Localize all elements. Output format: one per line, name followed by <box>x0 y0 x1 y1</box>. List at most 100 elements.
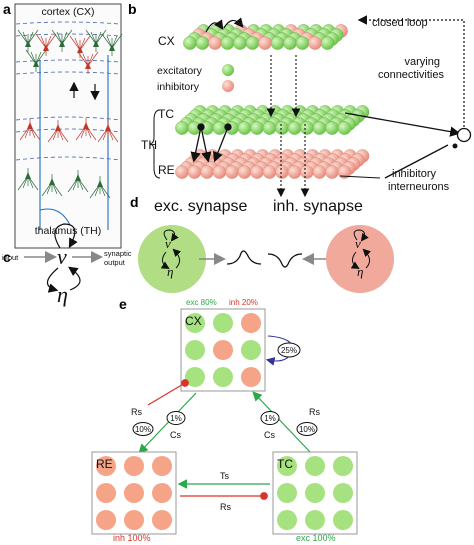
tc-grid-neuron <box>277 510 297 530</box>
legend-excitatory: excitatory <box>157 64 234 77</box>
cx-grid-neuron <box>241 313 261 333</box>
thalamocortical-axons <box>39 55 109 230</box>
interneuron-label-1: inhibitory <box>392 168 437 180</box>
rs-bottom-label: Rs <box>220 502 231 512</box>
left-cs-label: Cs <box>170 430 181 440</box>
re-grid-neuron <box>96 483 116 503</box>
cx-grid <box>185 313 261 387</box>
tc-grid-neuron <box>333 510 353 530</box>
tc-neuron <box>212 121 227 135</box>
cortex-neuron <box>25 49 47 72</box>
re-grid-neuron <box>124 483 144 503</box>
histology-frame <box>14 3 122 249</box>
re-grid-neuron <box>152 510 172 530</box>
re-neuron <box>287 165 302 179</box>
re-grid-neuron <box>124 456 144 476</box>
tc-grid-neuron <box>305 510 325 530</box>
tc-grid-neuron <box>277 456 297 476</box>
right-rs-percent: 10% <box>299 425 315 434</box>
re-neuron <box>275 165 289 179</box>
output-label: output <box>104 258 126 267</box>
cx-neuron-sheet <box>183 24 348 50</box>
re-neuron <box>212 165 227 179</box>
synaptic-label: synaptic <box>104 249 132 258</box>
re-box-label: RE <box>96 457 113 471</box>
tc-neuron-sheet <box>175 105 370 135</box>
tc-neuron <box>312 121 327 135</box>
updown-arrows <box>69 81 100 101</box>
exc-synapse-circle: ν η <box>138 225 206 293</box>
thalamus-neuron <box>17 168 39 191</box>
re-grid-neuron <box>152 456 172 476</box>
varying-label-1: varying <box>405 56 440 68</box>
re-neuron <box>225 165 239 179</box>
tc-grid <box>277 456 353 530</box>
tc-neuron <box>175 121 189 135</box>
th-brace <box>149 109 161 179</box>
thalamus-neurons <box>17 118 119 199</box>
tc-neuron <box>325 121 339 135</box>
cortex-label: cortex (CX) <box>41 6 94 18</box>
cx-neuron <box>220 36 235 50</box>
panel-label-b: b <box>128 1 137 17</box>
tc-grid-neuron <box>333 483 353 503</box>
re-box: RE <box>91 451 177 535</box>
tc-neuron <box>262 121 277 135</box>
re-neuron <box>312 165 327 179</box>
cx-neuron <box>320 36 335 50</box>
nu-symbol: ν <box>57 244 67 269</box>
cx-grid-neuron <box>241 340 261 360</box>
thalamus-neuron <box>41 174 63 197</box>
cx-grid-neuron <box>241 367 261 387</box>
cx-neuron <box>283 36 297 50</box>
panel-label-a: a <box>3 1 11 17</box>
panel-label-e: e <box>119 296 127 312</box>
cx-th-dotted-links <box>266 55 310 198</box>
cx-neuron <box>208 36 222 50</box>
cx-exc-percent: exc 80% <box>186 298 217 307</box>
tc-box: TC <box>272 451 358 535</box>
cx-grid-neuron <box>185 313 205 333</box>
cortex-layer-lines <box>15 21 121 75</box>
right-cs-percent: 1% <box>264 414 276 423</box>
cx-inh-percent: inh 20% <box>229 298 258 307</box>
epsp-waveform <box>226 250 262 265</box>
tc-to-cx-pathway: Rs 10% <box>252 391 320 453</box>
tc-label: TC <box>158 107 174 121</box>
cx-box: CX <box>180 308 266 392</box>
exc-synapse-title: exc. synapse <box>154 198 247 215</box>
panel-label-c: c <box>3 249 11 265</box>
thalamus-label: thalamus (TH) <box>35 225 102 237</box>
cx-neuron <box>270 36 285 50</box>
re-grid-neuron <box>124 510 144 530</box>
panel-label-d: d <box>130 194 139 210</box>
tc-neuron <box>287 121 302 135</box>
cx-neuron <box>258 36 272 50</box>
cx-grid-neuron <box>213 340 233 360</box>
thalamus-neuron <box>19 118 41 141</box>
legend-excitatory-label: excitatory <box>157 65 203 77</box>
eta-to-nu-arrow <box>68 266 81 291</box>
closed-loop-arrow: closed loop <box>357 15 465 135</box>
cx-to-re-pathway: 1% Cs <box>138 392 197 454</box>
left-cs-percent: 1% <box>170 414 182 423</box>
cx-neuron <box>295 36 310 50</box>
tc-to-re-pathway: Ts <box>177 471 270 489</box>
cortex-neuron <box>77 51 99 74</box>
tc-neuron <box>275 121 289 135</box>
cortex-neuron <box>101 33 123 56</box>
inh-nu-symbol: ν <box>355 236 361 251</box>
re-grid-neuron <box>96 456 116 476</box>
cx-recurrent-arrows <box>205 17 244 33</box>
legend-inhibitory-label: inhibitory <box>157 81 200 93</box>
thalamus-neuron <box>67 170 89 193</box>
cx-to-tc-pathway: 1% Cs <box>260 411 280 440</box>
cx-neuron <box>308 36 322 50</box>
inh-synapse-title: inh. synapse <box>273 198 363 215</box>
cx-grid-neuron <box>185 367 205 387</box>
tc-box-label: TC <box>277 457 293 471</box>
cx-neuron <box>183 36 197 50</box>
cx-self-percent: 25% <box>281 346 297 355</box>
re-neuron <box>187 165 202 179</box>
